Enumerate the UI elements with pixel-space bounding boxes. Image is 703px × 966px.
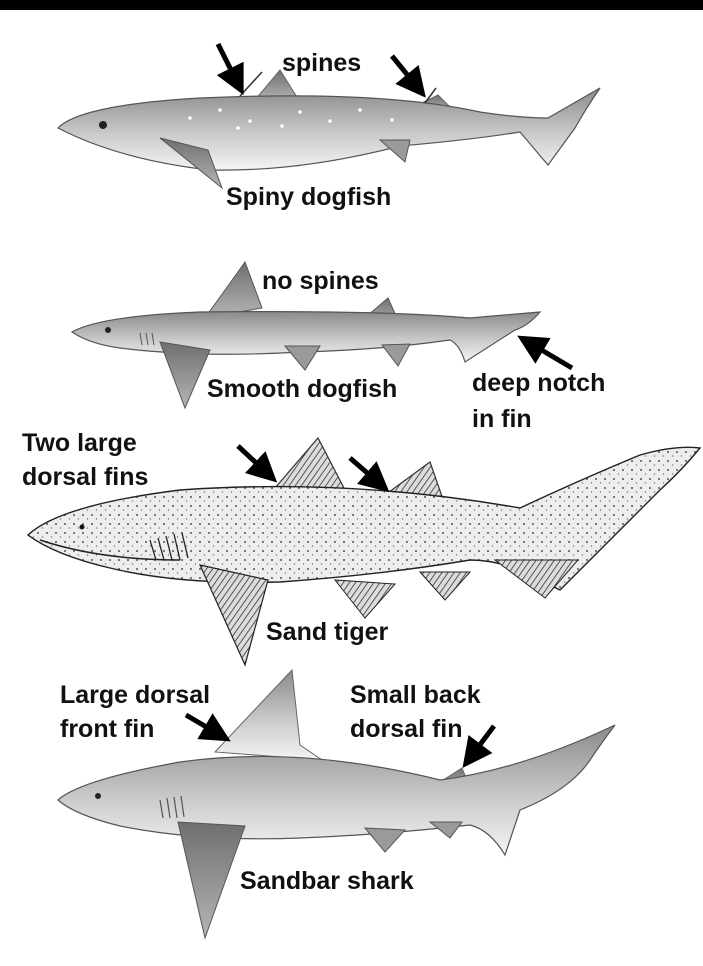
label-no-spines: no spines [262,266,379,296]
arrow-dorsal-fin-2 [350,458,380,484]
label-spines: spines [282,48,361,78]
label-dorsal-fin: dorsal fin [350,714,463,744]
arrow-small-back-dorsal [470,726,494,758]
label-small-back: Small back [350,680,481,710]
label-front-fin: front fin [60,714,154,744]
label-in-fin: in fin [472,404,532,434]
label-spiny-dogfish: Spiny dogfish [226,182,391,212]
label-two-large: Two large [22,428,137,458]
label-deep-notch: deep notch [472,368,605,398]
arrow-dorsal-fin-1 [238,446,268,474]
label-large-dorsal: Large dorsal [60,680,210,710]
label-smooth-dogfish: Smooth dogfish [207,374,397,404]
sandbar-shark-figure [58,670,615,938]
arrow-large-dorsal [186,715,220,735]
spiny-dogfish-figure [58,70,600,188]
label-sandbar-shark: Sandbar shark [240,866,414,896]
label-sand-tiger: Sand tiger [266,617,388,647]
label-dorsal-fins: dorsal fins [22,462,148,492]
arrow-deep-notch [528,342,572,368]
arrow-spines-left [218,44,238,84]
arrow-spines-right [392,56,418,88]
